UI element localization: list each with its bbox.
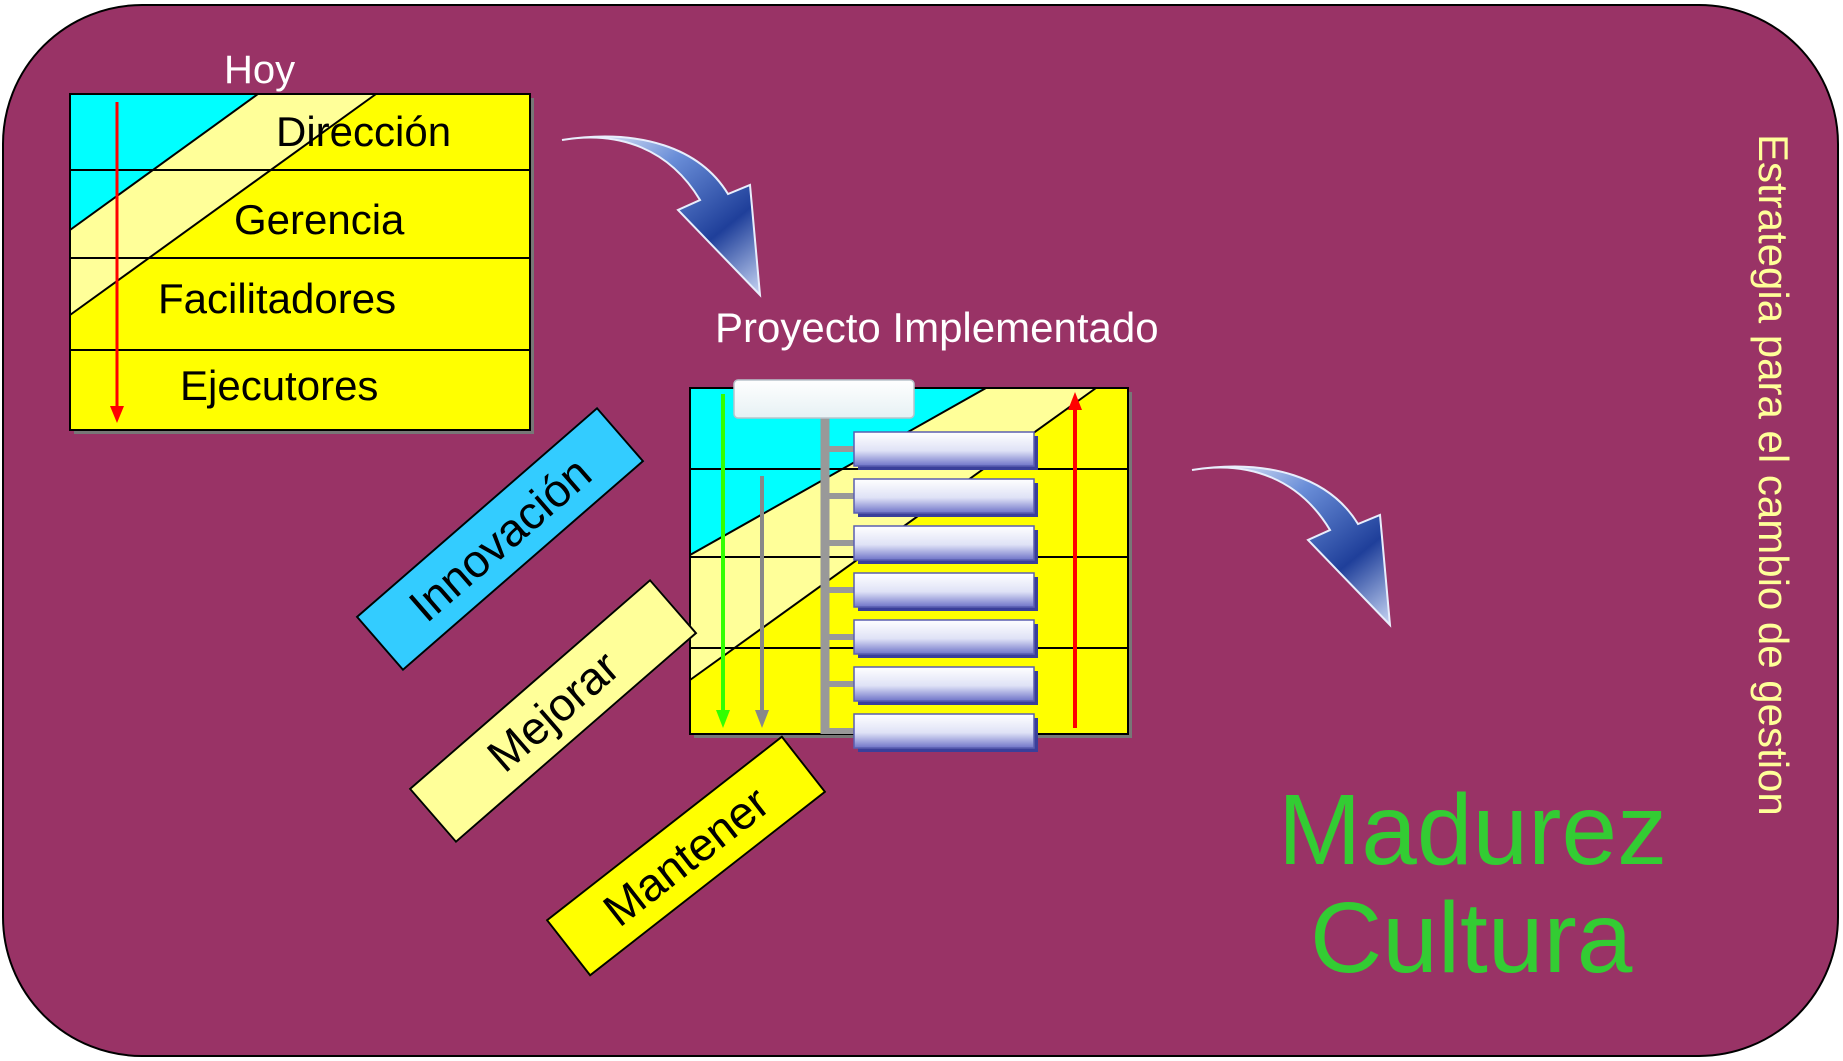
org-child-box	[853, 431, 1035, 467]
project-red-arrow	[1068, 392, 1082, 728]
today-title: Hoy	[224, 48, 296, 92]
today-level-direccion: Dirección	[276, 108, 452, 155]
curved-arrow-icon	[561, 135, 762, 298]
org-child-box	[853, 666, 1035, 702]
org-chart	[733, 379, 1038, 752]
today-level-facilitadores: Facilitadores	[158, 275, 397, 322]
today-red-arrow	[110, 102, 124, 423]
maturity-line1: Madurez	[1278, 774, 1668, 886]
maturity-line2: Cultura	[1310, 882, 1633, 994]
org-root-box-icon	[733, 379, 915, 419]
side-title: Estrategia para el cambio de gestion	[1750, 134, 1797, 816]
project-green-arrow	[716, 394, 730, 728]
org-child-box	[853, 478, 1035, 514]
org-child-boxes	[825, 431, 1038, 752]
org-child-box	[853, 525, 1035, 561]
org-child-box	[853, 572, 1035, 608]
project-title: Proyecto Implementado	[715, 304, 1159, 351]
today-level-ejecutores: Ejecutores	[180, 362, 379, 409]
today-level-gerencia: Gerencia	[234, 196, 405, 243]
today-table	[69, 93, 534, 434]
org-child-box	[853, 619, 1035, 655]
curved-arrow-icon	[1191, 465, 1392, 628]
org-child-box	[853, 713, 1035, 749]
project-gray-arrow	[755, 476, 769, 728]
